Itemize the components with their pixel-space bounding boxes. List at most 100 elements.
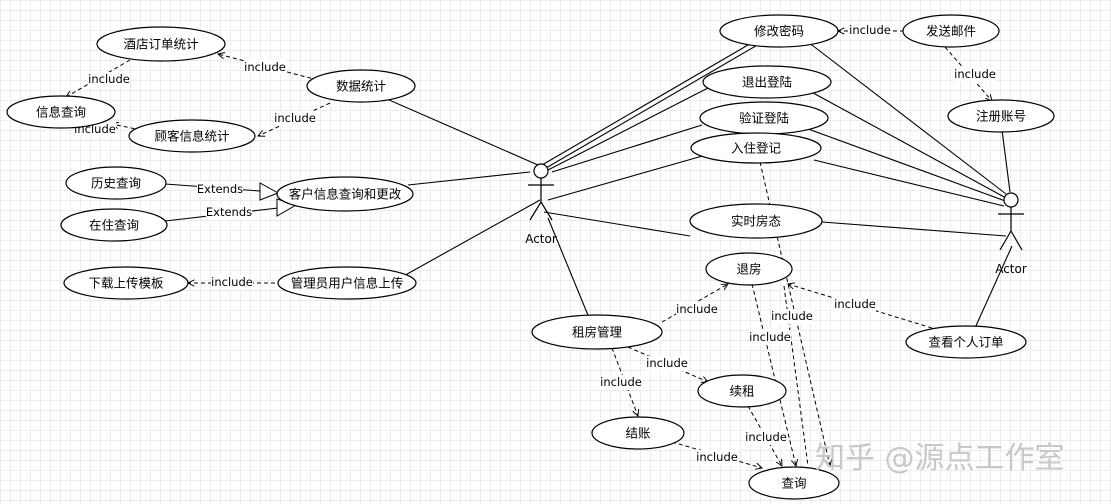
use-case-register[interactable]: 注册账号 (947, 99, 1055, 133)
include-line-renew-to-query (747, 405, 782, 466)
actor-user-leg-left (999, 230, 1012, 251)
svg-text:续租: 续租 (729, 384, 754, 399)
svg-text:include: include (749, 330, 791, 344)
include-label-data-to-hotel: include (244, 59, 286, 74)
include-label-rental-to-checkout: include (676, 302, 718, 317)
use-case-guest-info-stats[interactable]: 顾客信息统计 (128, 119, 256, 153)
svg-text:Extends: Extends (206, 205, 252, 219)
relation-labels: include include include include Extends … (74, 23, 996, 465)
use-case-view-personal-order[interactable]: 查看个人订单 (905, 325, 1027, 359)
include-label-order-to-checkout: include (834, 297, 876, 312)
svg-text:验证登陆: 验证登陆 (739, 111, 789, 126)
svg-text:include: include (600, 375, 642, 389)
use-case-customer-info-edit[interactable]: 客户信息查询和更改 (276, 176, 414, 212)
svg-text:include: include (676, 302, 718, 316)
actor-admin-head (533, 163, 549, 179)
svg-text:注册账号: 注册账号 (976, 109, 1026, 124)
svg-text:include: include (771, 309, 813, 323)
include-label-renew-to-query: include (745, 430, 787, 445)
use-case-settle[interactable]: 结账 (591, 416, 685, 450)
include-line-checkout-to-query (751, 283, 796, 466)
svg-text:Extends: Extends (197, 182, 243, 196)
extends-label-history: Extends (197, 182, 243, 197)
use-case-data-stats[interactable]: 数据统计 (306, 69, 416, 103)
svg-text:include: include (211, 275, 253, 289)
include-label-upload-to-template: include (211, 275, 253, 290)
use-case-logout[interactable]: 退出登陆 (702, 65, 832, 99)
use-case-checkin[interactable]: 入住登记 (690, 132, 822, 164)
svg-text:客户信息查询和更改: 客户信息查询和更改 (289, 187, 402, 202)
include-label-checkout-to-query: include (771, 309, 813, 324)
watermark: 知乎 @源点工作室 (815, 441, 1065, 476)
assoc-admin-change-password-1 (541, 37, 761, 166)
actor-user[interactable]: Actor (995, 192, 1027, 276)
use-case-change-password[interactable]: 修改密码 (719, 14, 839, 48)
svg-text:发送邮件: 发送邮件 (926, 24, 976, 39)
include-lines (66, 31, 992, 468)
svg-text:修改密码: 修改密码 (754, 24, 804, 39)
svg-text:include: include (646, 356, 688, 370)
actor-admin[interactable]: Actor (525, 163, 557, 246)
svg-text:include: include (954, 67, 996, 81)
svg-text:include: include (849, 23, 891, 37)
svg-text:入住登记: 入住登记 (731, 141, 782, 156)
use-case-download-template[interactable]: 下载上传模板 (63, 266, 189, 300)
svg-text:在住查询: 在住查询 (89, 218, 139, 233)
use-case-verify-login[interactable]: 验证登陆 (699, 101, 829, 135)
use-case-renew[interactable]: 续租 (697, 374, 787, 408)
actor-admin-label: Actor (525, 232, 557, 246)
svg-text:include: include (88, 72, 130, 86)
svg-text:酒店订单统计: 酒店订单统计 (123, 37, 198, 52)
assoc-user-checkin (813, 159, 1005, 207)
use-case-current-stay-query[interactable]: 在住查询 (60, 208, 168, 242)
use-case-history-query[interactable]: 历史查询 (65, 166, 167, 200)
svg-text:include: include (274, 111, 316, 125)
use-case-info-query[interactable]: 信息查询 (6, 95, 116, 129)
association-lines (379, 37, 1013, 329)
include-label-hotel-to-info: include (88, 72, 130, 87)
use-case-admin-user-upload[interactable]: 管理员用户信息上传 (277, 266, 417, 300)
svg-text:实时房态: 实时房态 (731, 214, 781, 229)
extends-arrowhead-history (259, 182, 280, 201)
svg-text:信息查询: 信息查询 (36, 105, 86, 120)
assoc-admin-rental (547, 217, 591, 321)
use-case-hotel-order-stats[interactable]: 酒店订单统计 (96, 26, 226, 62)
assoc-user-change-password (807, 41, 1007, 195)
svg-text:下载上传模板: 下载上传模板 (88, 276, 164, 291)
actor-admin-leg-left (529, 201, 542, 221)
use-case-send-email[interactable]: 发送邮件 (902, 14, 1000, 48)
extends-label-current-stay: Extends (206, 205, 252, 220)
use-case-query[interactable]: 查询 (748, 466, 840, 500)
use-case-rental-mgmt[interactable]: 租房管理 (531, 314, 663, 350)
svg-text:include: include (834, 297, 876, 311)
assoc-admin-realtime (543, 211, 691, 237)
svg-text:数据统计: 数据统计 (336, 79, 386, 94)
include-label-rental-to-renew: include (646, 356, 688, 371)
use-case-realtime-rooms[interactable]: 实时房态 (689, 203, 823, 239)
svg-text:历史查询: 历史查询 (91, 176, 141, 191)
svg-text:include: include (696, 450, 738, 464)
actor-admin-leg-right (540, 201, 553, 221)
assoc-admin-verify (551, 124, 703, 173)
include-line-settle-to-query (671, 441, 762, 468)
svg-text:退出登陆: 退出登陆 (742, 75, 792, 90)
assoc-admin-checkin (547, 154, 707, 201)
assoc-user-personal-order (974, 245, 1013, 329)
assoc-user-realtime (821, 221, 1007, 237)
use-case-checkout[interactable]: 退房 (705, 252, 793, 286)
include-line-data-to-guest (258, 102, 331, 136)
actor-user-head (1003, 192, 1019, 208)
include-label-checkin-to-query: include (749, 330, 791, 345)
svg-text:查询: 查询 (781, 476, 806, 491)
include-label-email-to-register: include (954, 67, 996, 82)
assoc-admin-logout (547, 87, 709, 171)
svg-text:结账: 结账 (625, 426, 651, 441)
assoc-admin-upload (399, 199, 541, 279)
assoc-admin-data-stats (379, 95, 539, 166)
assoc-user-register (1001, 129, 1011, 193)
svg-text:租房管理: 租房管理 (572, 325, 623, 340)
use-cases: 酒店订单统计 信息查询 顾客信息统计 数据统计 历史查询 在住查询 客户信息查询… (6, 14, 1055, 500)
include-label-data-to-guest: include (274, 111, 316, 126)
include-label-email-to-password: include (849, 23, 891, 38)
actor-user-label: Actor (995, 262, 1027, 276)
